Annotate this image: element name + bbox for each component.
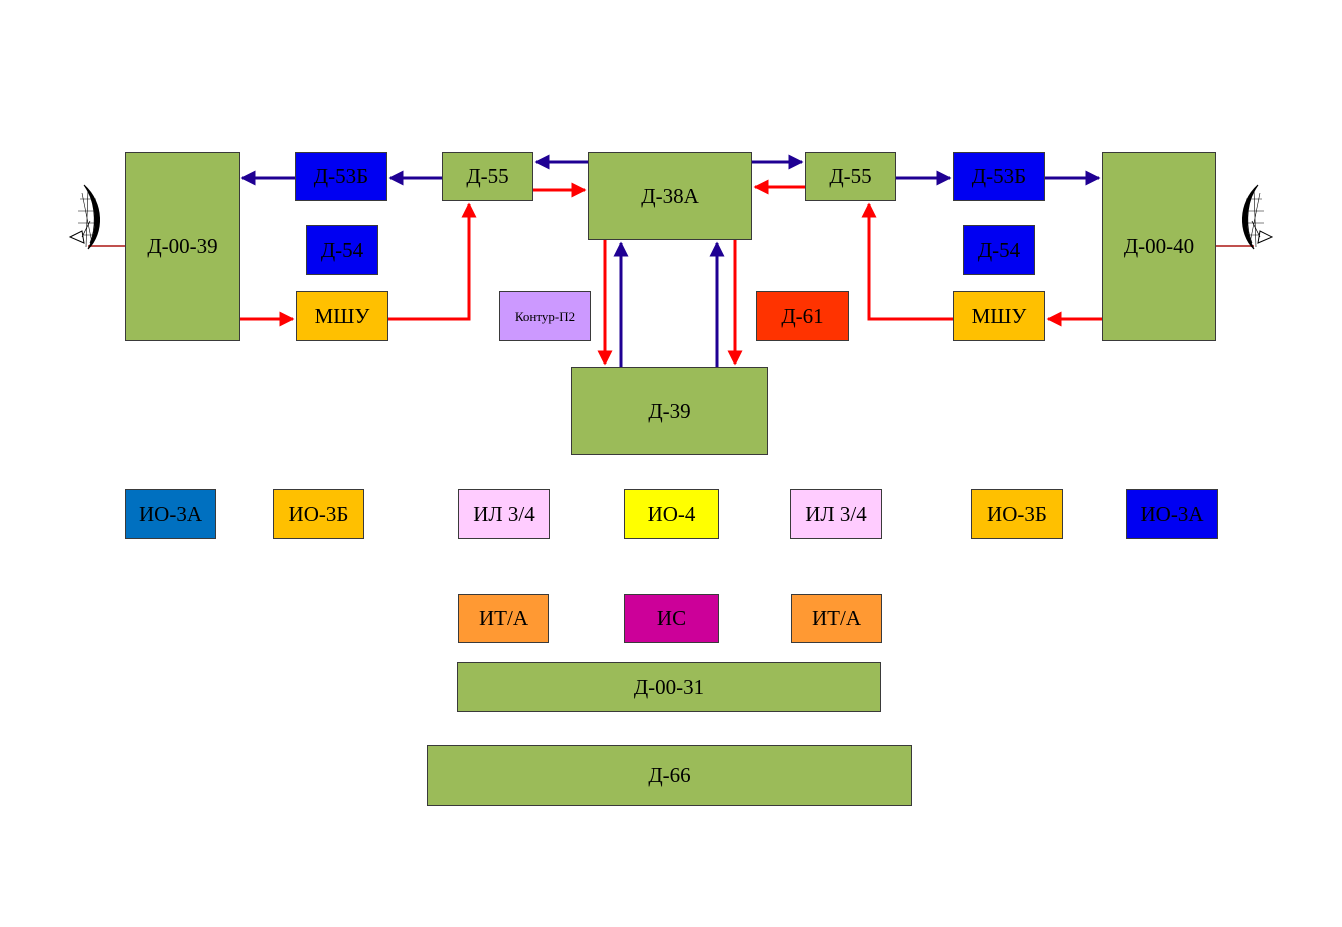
block-io-3b-left: ИО-3Б — [273, 489, 364, 539]
block-d-00-40: Д-00-40 — [1102, 152, 1216, 341]
block-d-61: Д-61 — [756, 291, 849, 341]
block-d-00-39: Д-00-39 — [125, 152, 240, 341]
block-d-53b-right: Д-53Б — [953, 152, 1045, 201]
block-d-38a: Д-38А — [588, 152, 752, 240]
block-io-3b-right: ИО-3Б — [971, 489, 1063, 539]
arrow-mshul-to-d55l — [388, 202, 477, 321]
arrow-mshur-to-d55r — [861, 202, 953, 321]
dish-antenna-icon — [1241, 184, 1274, 250]
block-it-a-right: ИТ/А — [791, 594, 882, 643]
block-d-00-31: Д-00-31 — [457, 662, 881, 712]
block-d-66: Д-66 — [427, 745, 912, 806]
block-d-54-right: Д-54 — [963, 225, 1035, 275]
block-il-3-4-right: ИЛ 3/4 — [790, 489, 882, 539]
block-mshu-left: МШУ — [296, 291, 388, 341]
block-d-55-right: Д-55 — [805, 152, 896, 201]
block-kontur-p2: Контур-П2 — [499, 291, 591, 341]
block-is: ИС — [624, 594, 719, 643]
block-it-a-left: ИТ/А — [458, 594, 549, 643]
block-io-3a-right: ИО-3А — [1126, 489, 1218, 539]
dish-antenna-icon — [68, 184, 101, 250]
block-mshu-right: МШУ — [953, 291, 1045, 341]
block-il-3-4-left: ИЛ 3/4 — [458, 489, 550, 539]
block-d-54-left: Д-54 — [306, 225, 378, 275]
block-d-53b-left: Д-53Б — [295, 152, 387, 201]
block-io-3a-left: ИО-3А — [125, 489, 216, 539]
block-d-39: Д-39 — [571, 367, 768, 455]
block-d-55-left: Д-55 — [442, 152, 533, 201]
block-io-4: ИО-4 — [624, 489, 719, 539]
